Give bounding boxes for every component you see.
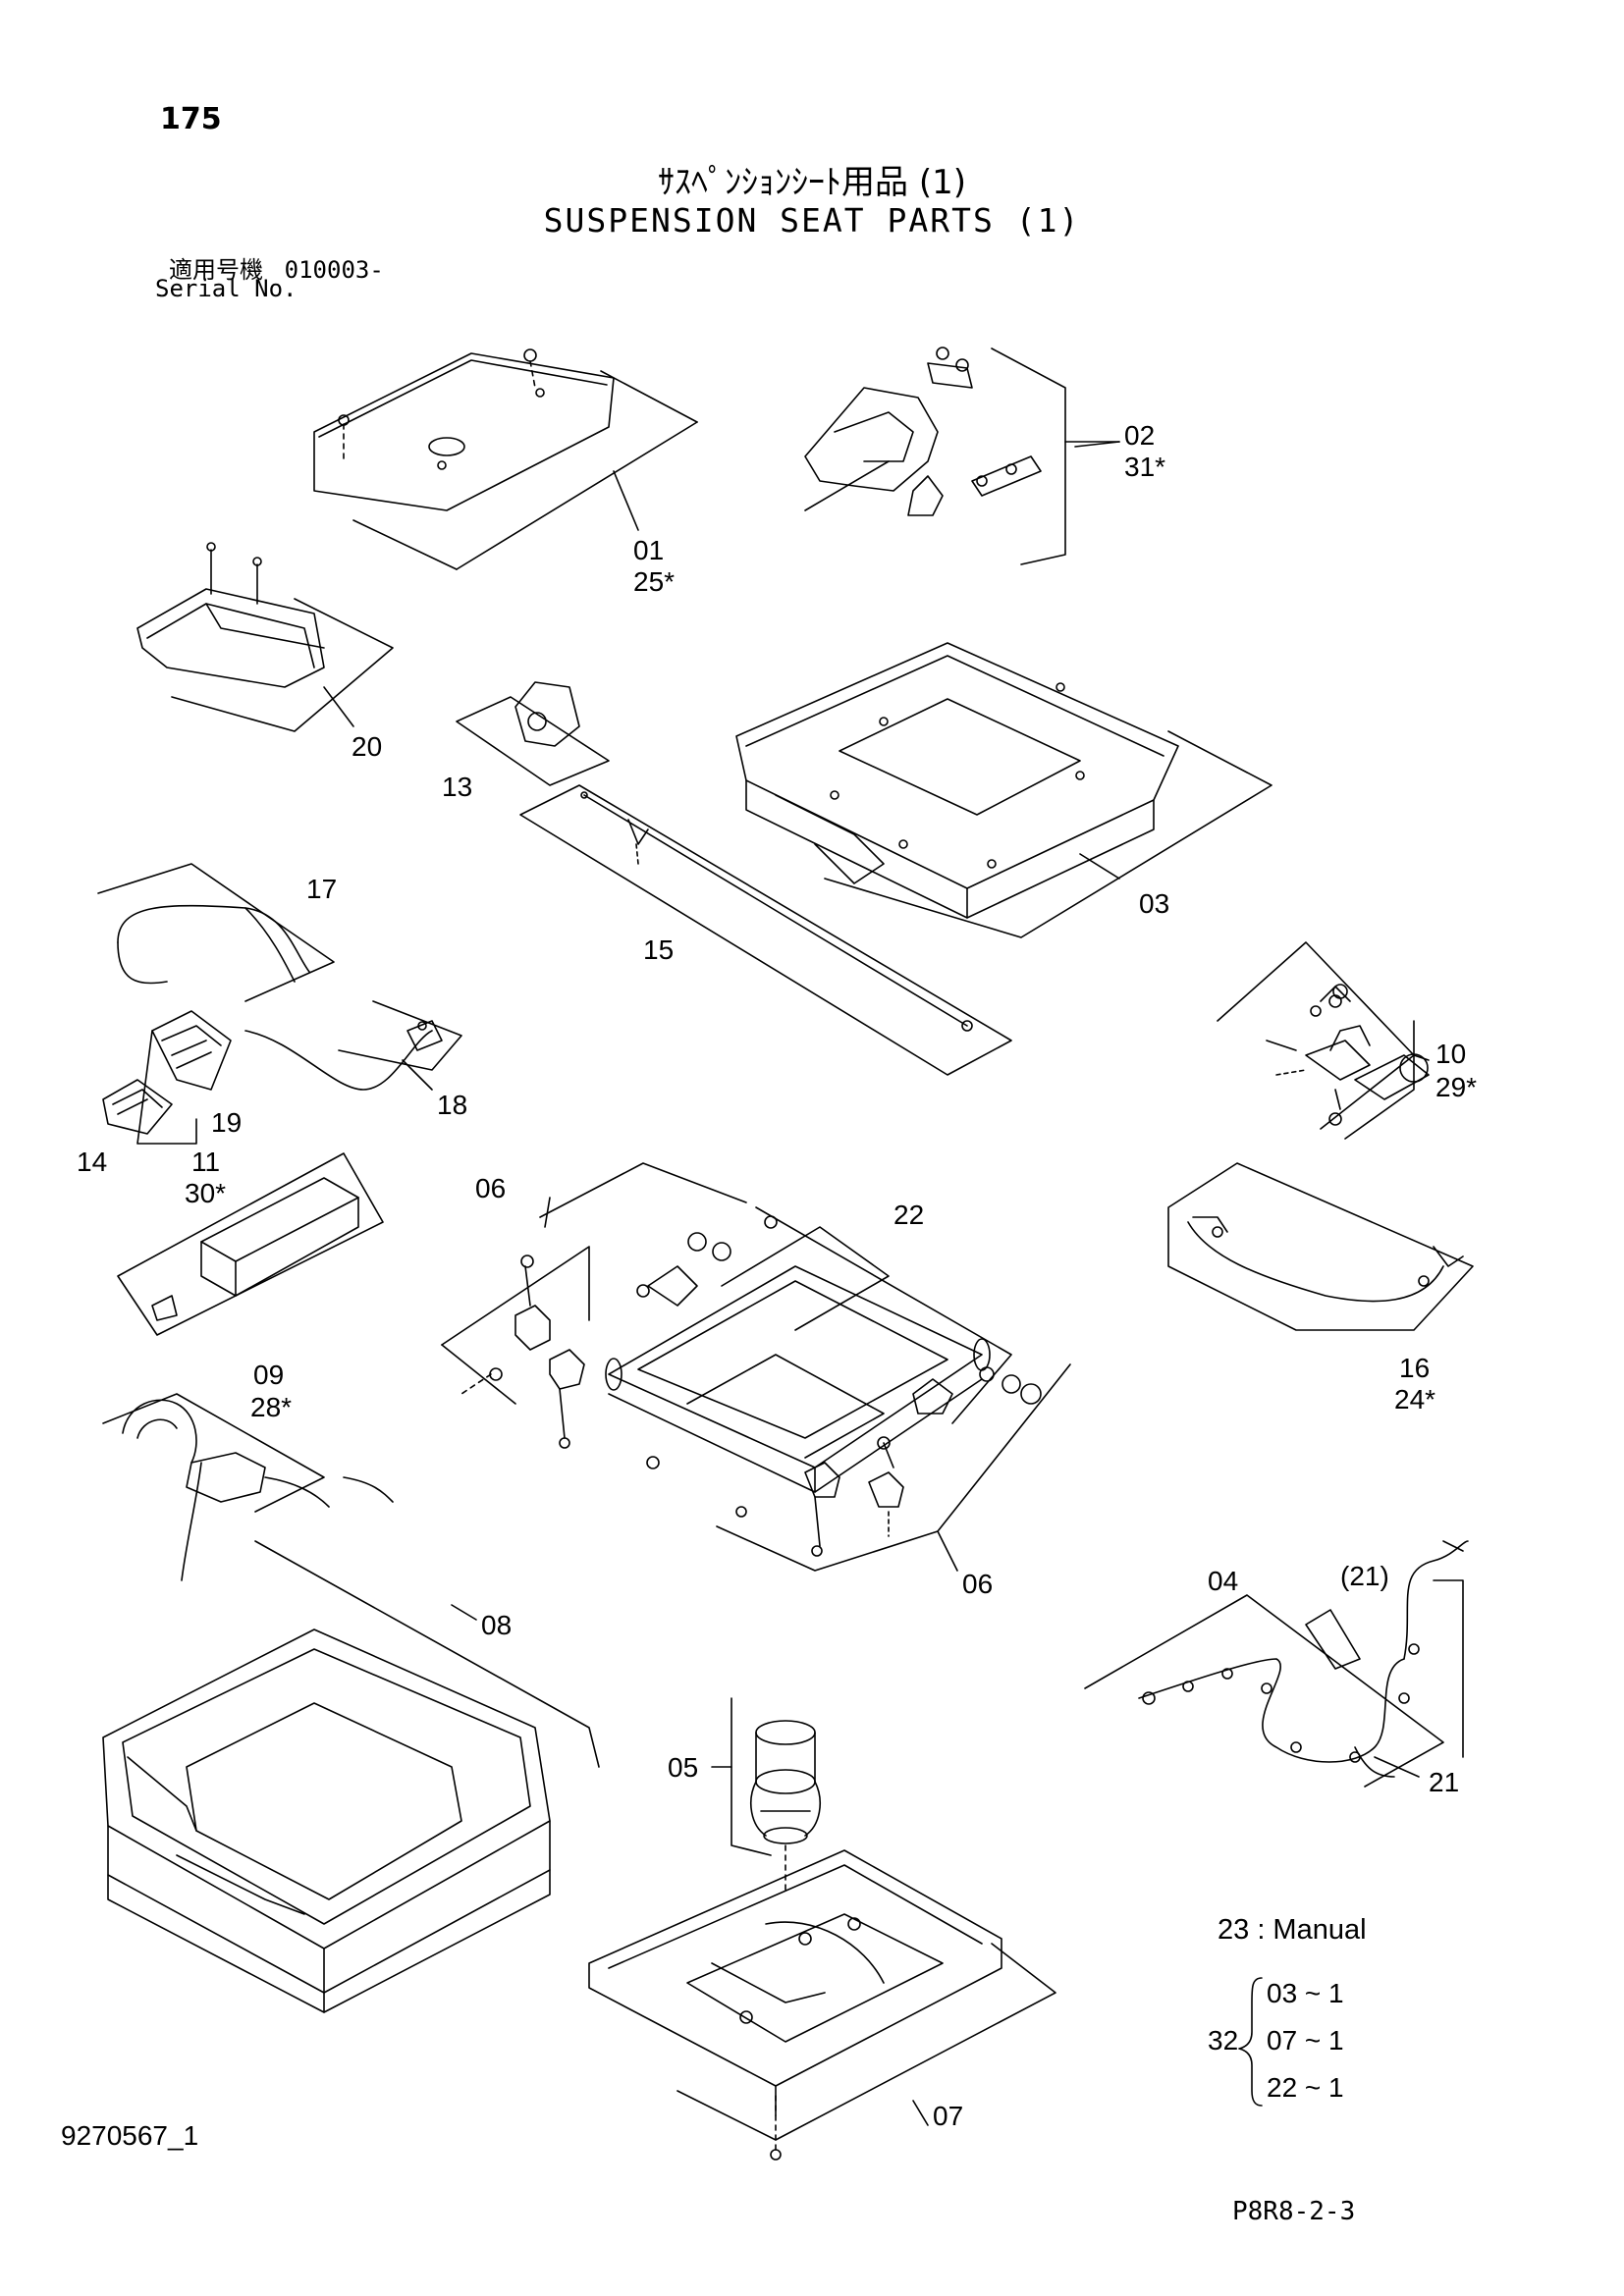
callout-09: 09 bbox=[253, 1360, 285, 1390]
part-14-lever bbox=[102, 1079, 173, 1135]
part-18-harness bbox=[136, 1000, 462, 1145]
serial-label: Serial No. bbox=[155, 275, 298, 302]
part-02-bracket bbox=[804, 347, 1120, 565]
callout-17: 17 bbox=[306, 874, 338, 904]
serial-label-japanese: 適用号機 bbox=[169, 256, 263, 284]
callout-21-reference: (21) bbox=[1340, 1561, 1389, 1591]
page-number: 175 bbox=[160, 102, 222, 136]
callout-16: 16 bbox=[1399, 1353, 1431, 1383]
part-15-rod bbox=[519, 784, 1012, 1076]
callout-07: 07 bbox=[933, 2101, 964, 2131]
callout-29: 29* bbox=[1435, 1072, 1478, 1102]
callout-03: 03 bbox=[1139, 888, 1170, 919]
callout-13: 13 bbox=[442, 772, 473, 802]
callout-04: 04 bbox=[1208, 1566, 1239, 1596]
part-07-base-plate bbox=[588, 1849, 1056, 2161]
callout-28: 28* bbox=[250, 1392, 293, 1422]
page-code: P8R8-2-3 bbox=[1232, 2197, 1356, 2226]
callout-22: 22 bbox=[893, 1200, 925, 1230]
part-17-cable bbox=[97, 863, 335, 1002]
drawing-number: 9270567_1 bbox=[61, 2120, 199, 2151]
callout-06-lower: 06 bbox=[962, 1569, 994, 1599]
serial-range: 適用号機 010003- bbox=[169, 250, 384, 285]
part-19-lever-bracket bbox=[151, 1010, 232, 1091]
callout-05: 05 bbox=[668, 1752, 699, 1783]
callout-19: 19 bbox=[211, 1107, 243, 1138]
callout-31: 31* bbox=[1124, 452, 1166, 482]
part-06-fasteners bbox=[441, 1162, 1071, 1572]
part-13-cam bbox=[456, 681, 610, 786]
leader-lines bbox=[613, 441, 1120, 531]
callout-01: 01 bbox=[633, 535, 665, 565]
callout-24: 24* bbox=[1394, 1384, 1436, 1415]
part-04-harness bbox=[1084, 1540, 1469, 1788]
callout-08: 08 bbox=[481, 1610, 513, 1640]
callout-18: 18 bbox=[437, 1090, 468, 1120]
part-22-suspension-frame bbox=[605, 1206, 1012, 1493]
part-01-cover-plate bbox=[313, 348, 698, 570]
set-item: 03 ~ 1 bbox=[1267, 1978, 1344, 2008]
set-bracket bbox=[1238, 1977, 1263, 2107]
callout-15: 15 bbox=[643, 934, 675, 965]
part-05-air-spring bbox=[711, 1697, 821, 1896]
set-item: 22 ~ 1 bbox=[1267, 2072, 1344, 2103]
callout-20: 20 bbox=[352, 731, 383, 762]
callout-06-upper: 06 bbox=[475, 1173, 507, 1203]
callout-11: 11 bbox=[191, 1147, 221, 1177]
page-title-japanese: ｻｽﾍﾟﾝｼｮﾝｼｰﾄ用品 (1) bbox=[658, 163, 966, 202]
callout-10: 10 bbox=[1435, 1039, 1467, 1069]
part-03-seat-frame bbox=[735, 642, 1272, 938]
callout-21: 21 bbox=[1429, 1767, 1460, 1797]
part-16-wire bbox=[1167, 1162, 1474, 1331]
callout-25: 25* bbox=[633, 566, 676, 597]
callout-02: 02 bbox=[1124, 420, 1156, 451]
callout-30: 30* bbox=[185, 1178, 227, 1208]
callout-14: 14 bbox=[77, 1147, 108, 1177]
page-title: SUSPENSION SEAT PARTS (1) bbox=[543, 201, 1081, 240]
part-09-sensor-harness bbox=[102, 1393, 394, 1581]
serial-value: 010003- bbox=[284, 256, 384, 284]
part-08-seat-base bbox=[102, 1540, 600, 2013]
part-11-actuator bbox=[117, 1152, 384, 1336]
part-10-motor bbox=[1217, 941, 1430, 1140]
set-item: 07 ~ 1 bbox=[1267, 2025, 1344, 2056]
part-20-armrest bbox=[136, 542, 394, 732]
set-number: 32 bbox=[1208, 2025, 1239, 2056]
note-manual: 23 : Manual bbox=[1218, 1914, 1367, 1946]
